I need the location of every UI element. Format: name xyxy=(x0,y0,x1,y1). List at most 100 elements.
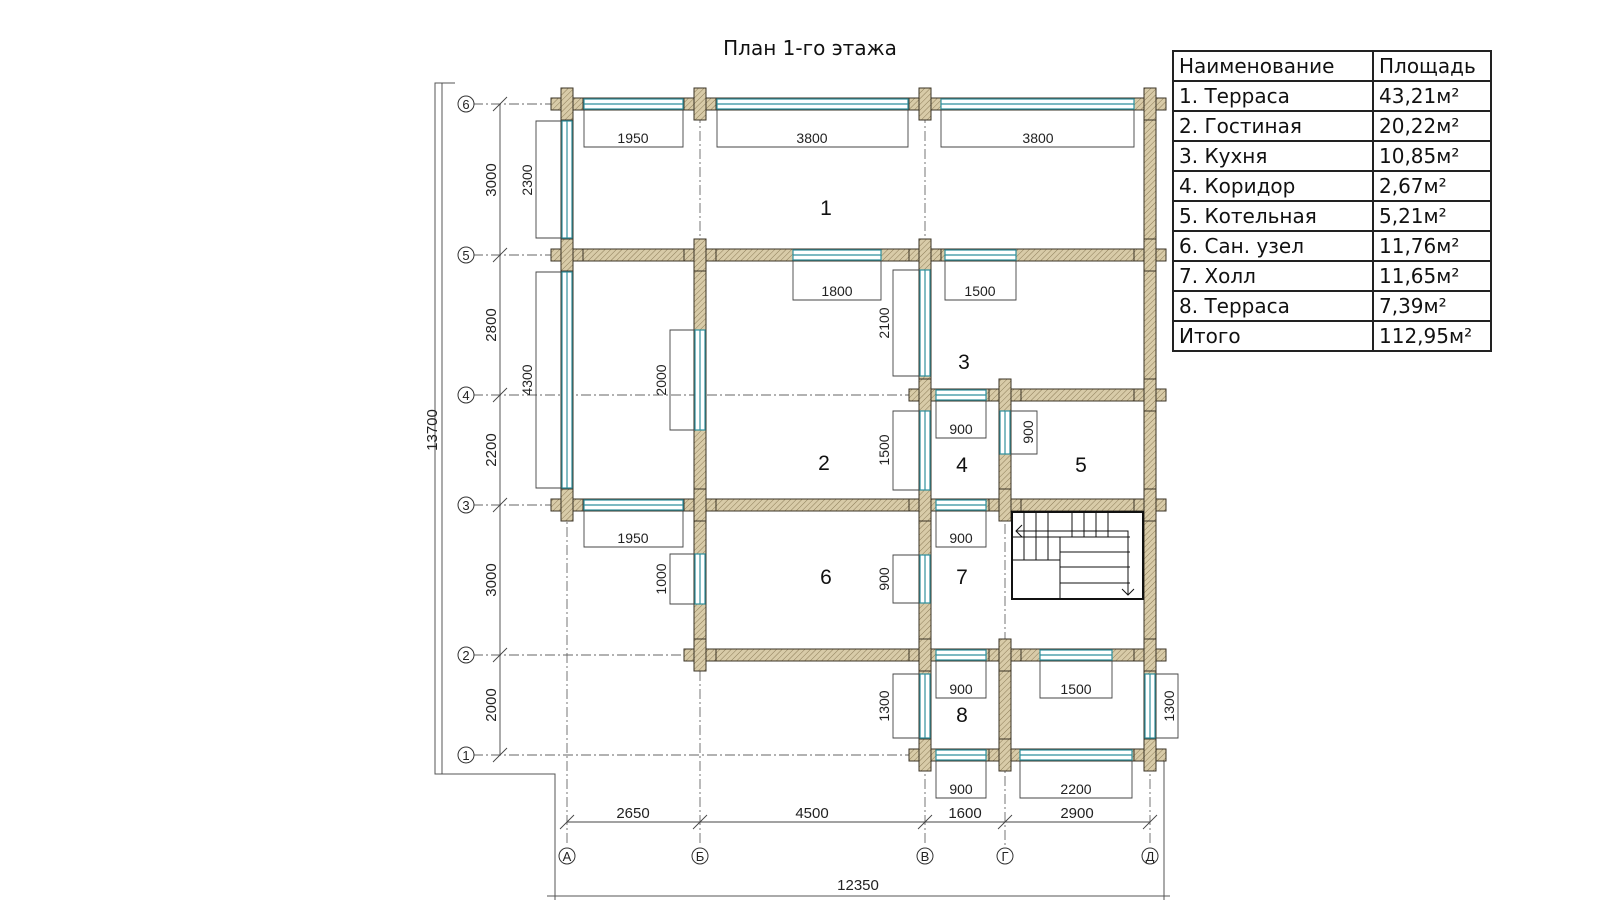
room-area: 2,67м² xyxy=(1372,170,1492,202)
svg-text:3: 3 xyxy=(462,498,469,513)
axis-bubble-col: А xyxy=(558,847,576,865)
log-walls xyxy=(558,97,1159,762)
col-spacing-label: 1600 xyxy=(948,805,981,822)
header-area: Площадь xyxy=(1372,50,1492,82)
dim-label: 3800 xyxy=(1022,130,1053,146)
log-crossing xyxy=(998,488,1012,522)
staircase xyxy=(1011,511,1144,600)
opening-dimension-brackets xyxy=(535,110,1179,799)
log-crossing xyxy=(998,378,1012,412)
room-number: 1 xyxy=(820,197,832,220)
axis-lines xyxy=(473,95,1160,846)
room-name: 7. Холл xyxy=(1172,260,1374,292)
room-name: 1. Терраса xyxy=(1172,80,1374,112)
room-name: 8. Терраса xyxy=(1172,290,1374,322)
header-name: Наименование xyxy=(1172,50,1374,82)
log-crossing xyxy=(1143,488,1157,522)
svg-text:Г: Г xyxy=(1001,849,1008,864)
dim-label: 2000 xyxy=(653,364,669,395)
dim-label: 1950 xyxy=(617,530,648,546)
log-crossing xyxy=(560,87,574,121)
room-area: 20,22м² xyxy=(1372,110,1492,142)
svg-text:А: А xyxy=(563,849,572,864)
axis-bubble-col: Д xyxy=(1141,847,1159,865)
log-crossing xyxy=(918,238,932,272)
col-spacing-label: 2900 xyxy=(1060,805,1093,822)
svg-text:1: 1 xyxy=(462,748,469,763)
room-number: 3 xyxy=(958,351,970,374)
dim-label: 2200 xyxy=(1060,781,1091,797)
log-crossing xyxy=(1143,87,1157,121)
row-spacing-label: 3000 xyxy=(483,563,500,596)
axis-bubble-row: 1 xyxy=(457,746,475,764)
room-area: 7,39м² xyxy=(1372,290,1492,322)
axis-bubble-row: 4 xyxy=(457,386,475,404)
dim-label: 1500 xyxy=(964,283,995,299)
log-crossing xyxy=(918,488,932,522)
log-crossing xyxy=(1143,638,1157,672)
dim-label: 900 xyxy=(949,681,973,697)
log-crossing xyxy=(1143,238,1157,272)
row-spacing-label: 2000 xyxy=(483,688,500,721)
axis-bubble-col: Г xyxy=(996,847,1014,865)
axis-bubble-col: В xyxy=(916,847,934,865)
axis-bubble-row: 2 xyxy=(457,646,475,664)
row-spacing-label: 2200 xyxy=(483,433,500,466)
windows xyxy=(561,98,1156,761)
log-crossing xyxy=(560,238,574,272)
dim-label: 900 xyxy=(949,421,973,437)
log-crossing xyxy=(918,638,932,672)
room-name: 5. Котельная xyxy=(1172,200,1374,232)
room-number: 5 xyxy=(1075,454,1087,477)
room-area: 10,85м² xyxy=(1372,140,1492,172)
dim-label: 2100 xyxy=(876,307,892,338)
room-number: 7 xyxy=(956,566,968,589)
room-number: 4 xyxy=(956,454,968,477)
col-spacing-label: 2650 xyxy=(616,805,649,822)
room-name: 2. Гостиная xyxy=(1172,110,1374,142)
log-crossing xyxy=(560,488,574,522)
dim-label: 1950 xyxy=(617,130,648,146)
dim-label: 4300 xyxy=(519,364,535,395)
room-area: 43,21м² xyxy=(1372,80,1492,112)
horizontal-dimension-labels: 2650 4500 1600 2900 12350 xyxy=(616,805,1093,894)
dim-label: 900 xyxy=(949,530,973,546)
dim-label: 1500 xyxy=(876,434,892,465)
room-name: 3. Кухня xyxy=(1172,140,1374,172)
room-area: 11,65м² xyxy=(1372,260,1492,292)
dim-label: 900 xyxy=(1020,420,1036,444)
svg-text:Д: Д xyxy=(1146,849,1155,864)
log-crossing xyxy=(998,638,1012,672)
overall-width-label: 12350 xyxy=(837,877,879,894)
dim-label: 1300 xyxy=(1161,690,1177,721)
log-crossing xyxy=(693,87,707,121)
log-crossing xyxy=(693,638,707,672)
axis-bubble-row: 6 xyxy=(457,95,475,113)
dim-label: 2300 xyxy=(519,164,535,195)
log-crossing xyxy=(1143,378,1157,412)
dim-label: 3800 xyxy=(796,130,827,146)
horizontal-dimension-chain xyxy=(559,814,1158,830)
axis-bubbles: 6 5 4 3 2 1 А Б В Г Д xyxy=(457,95,1159,865)
svg-text:Б: Б xyxy=(696,849,705,864)
row-spacing-label: 2800 xyxy=(483,308,500,341)
room-number: 2 xyxy=(818,452,830,475)
log-crossing xyxy=(918,87,932,121)
room-area: 5,21м² xyxy=(1372,200,1492,232)
col-spacing-label: 4500 xyxy=(795,805,828,822)
total-name: Итого xyxy=(1172,320,1374,352)
dim-label: 900 xyxy=(949,781,973,797)
log-crossing xyxy=(918,378,932,412)
dim-label: 900 xyxy=(876,567,892,591)
room-name: 4. Коридор xyxy=(1172,170,1374,202)
svg-text:2: 2 xyxy=(462,648,469,663)
